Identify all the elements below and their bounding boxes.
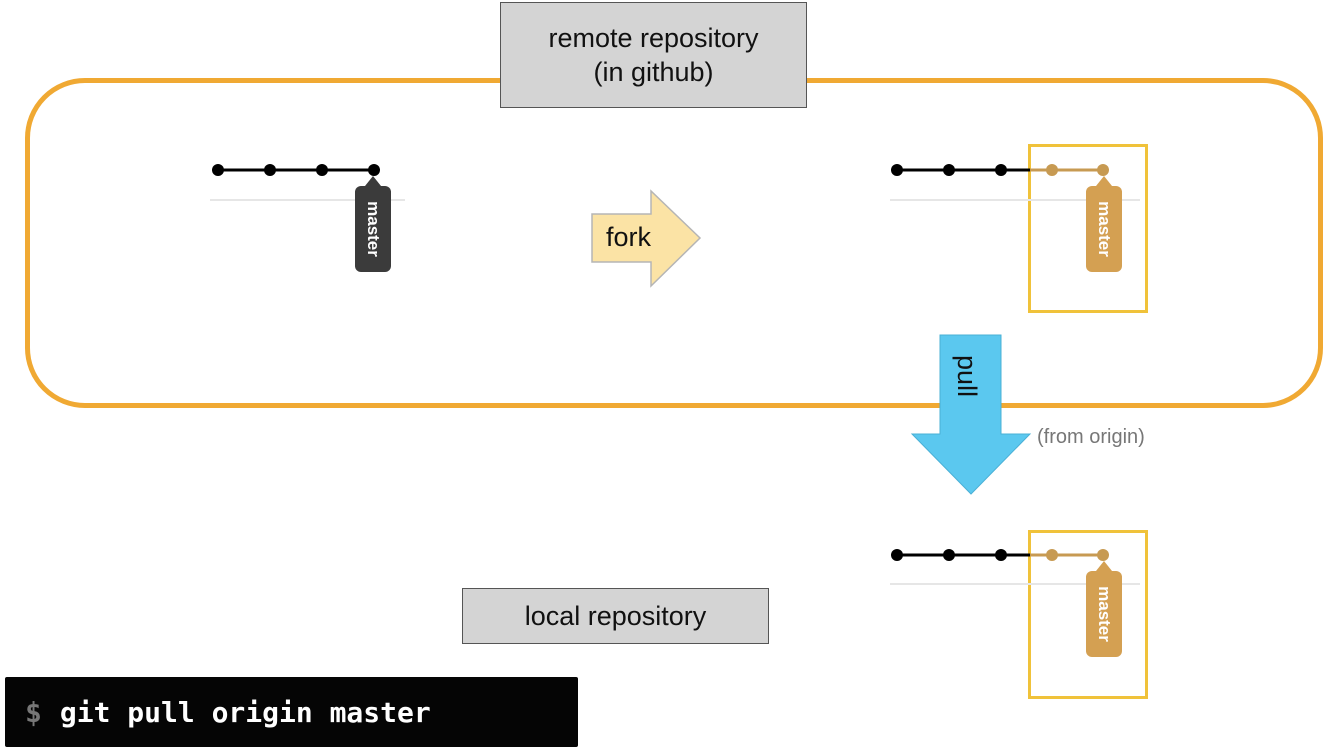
new-commit-dot	[1097, 549, 1109, 561]
commit-dot	[995, 164, 1007, 176]
fork-master-tag: master	[1086, 176, 1122, 272]
tag-pointer	[1096, 176, 1112, 186]
local-new-commits-highlight	[1028, 530, 1148, 699]
commit-dot	[891, 549, 903, 561]
fork-label: fork	[606, 222, 652, 252]
commit-dot	[943, 549, 955, 561]
commit-dot	[212, 164, 224, 176]
terminal-prompt: $	[25, 695, 42, 729]
fork-branch-graph	[890, 164, 1140, 201]
commit-dot	[368, 164, 380, 176]
commit-dot	[891, 164, 903, 176]
new-commit-dot	[1046, 549, 1058, 561]
fork-new-commits-highlight	[1028, 144, 1148, 313]
remote-repository-label: remote repository (in github)	[500, 2, 807, 108]
pull-arrow	[910, 334, 1032, 495]
tag-pointer	[365, 176, 381, 186]
original-master-tag: master	[355, 176, 391, 272]
pull-label: pull	[952, 354, 983, 398]
new-commit-dot	[1097, 164, 1109, 176]
tag-pointer	[1096, 561, 1112, 571]
remote-label-line1: remote repository	[548, 23, 759, 53]
commit-dot	[943, 164, 955, 176]
commit-dot	[995, 549, 1007, 561]
branch-tag-label: master	[364, 201, 384, 257]
branch-tag-label: master	[1095, 201, 1115, 257]
branch-tag-body: master	[1086, 186, 1122, 272]
local-repository-label: local repository	[462, 588, 769, 644]
new-commit-dot	[1046, 164, 1058, 176]
remote-label-line2: (in github)	[593, 57, 714, 87]
terminal-command: $ git pull origin master	[5, 677, 578, 747]
terminal-command-text: git pull origin master	[59, 695, 431, 729]
original-branch-graph	[210, 164, 405, 201]
fork-arrow	[591, 189, 702, 288]
local-master-tag: master	[1086, 561, 1122, 657]
pull-note: (from origin)	[1037, 426, 1145, 448]
commit-dot	[316, 164, 328, 176]
branch-tag-body: master	[1086, 571, 1122, 657]
local-label-text: local repository	[524, 601, 707, 631]
branch-tag-label: master	[1095, 586, 1115, 642]
branch-tag-body: master	[355, 186, 391, 272]
local-branch-graph	[890, 549, 1140, 585]
commit-dot	[264, 164, 276, 176]
